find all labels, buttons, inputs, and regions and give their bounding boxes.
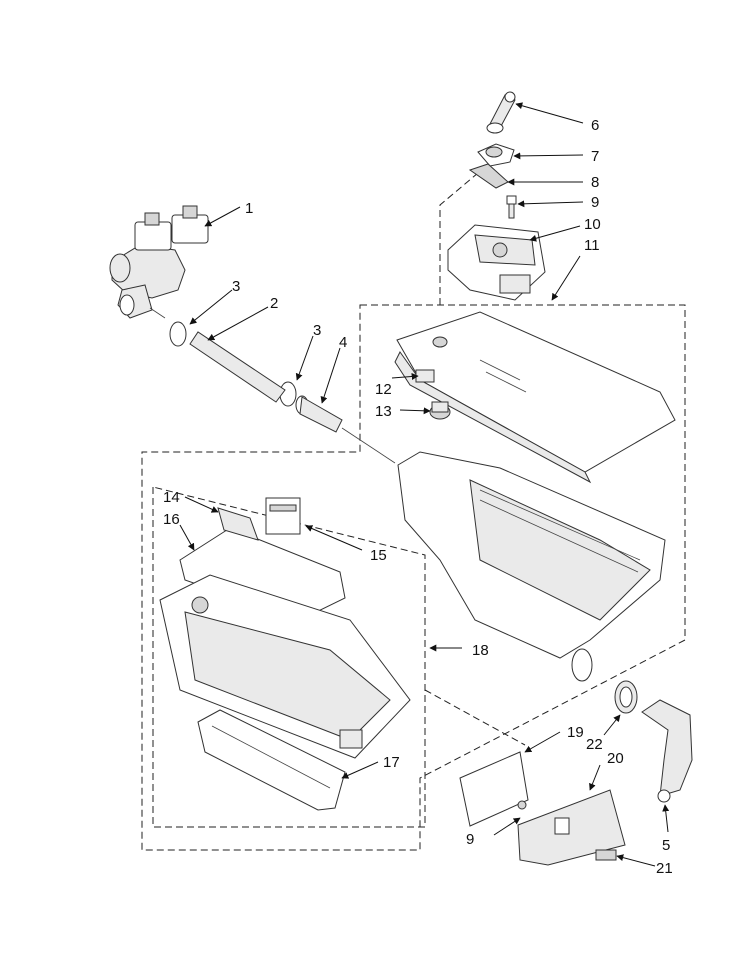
screw-part [506,195,517,219]
drain-hose-part [641,699,693,803]
callout-11: 11 [584,237,600,254]
bracket-part [459,751,529,827]
cover-part [517,789,626,866]
hose-part [189,331,286,403]
dispenser-drawer-part [159,574,411,759]
callout-13: 13 [375,403,392,420]
callout-19: 19 [567,724,584,741]
damper-part [429,401,451,420]
callout-15: 15 [370,547,387,564]
callout-9: 9 [591,194,599,211]
callout-20: 20 [607,750,624,767]
label-plate-part [595,849,617,861]
link-part [468,163,509,189]
dispenser-housing-body-part [397,451,666,682]
callout-22: 22 [586,736,603,753]
hose-clamp-part [169,321,187,347]
guide-line-drawer [424,689,526,746]
drawer-front-panel-part [197,709,346,811]
cam-part [477,143,515,167]
callout-21: 21 [656,860,673,877]
boundary-11-dispenser-housing [141,304,686,851]
leader-lines [179,102,670,867]
hose-route-line [341,427,396,464]
callout-7: 7 [591,148,599,165]
nozzle-part [295,395,343,433]
callout-17: 17 [383,754,400,771]
callout-6: 6 [591,117,599,134]
callout-9: 9 [466,831,474,848]
callout-14: 14 [163,489,180,506]
callout-3: 3 [313,322,321,339]
callout-10: 10 [584,216,601,233]
callout-2: 2 [270,295,278,312]
latch-part [415,369,435,383]
callout-3: 3 [232,278,240,295]
boundary-18-dispenser-drawer [152,486,426,828]
siphon-cup-part [265,497,301,535]
seal-ring-part [614,680,638,714]
callout-12: 12 [375,381,392,398]
callout-5: 5 [662,837,670,854]
callout-16: 16 [163,511,180,528]
group-boundaries [141,172,686,851]
actuator-motor-part [447,224,546,301]
callout-labels: 1 3 2 3 4 6 7 8 9 10 11 12 13 14 16 15 1… [163,117,673,877]
boundary-8-link [439,172,479,305]
drawer-latch-bracket-part [217,507,259,541]
callout-1: 1 [245,200,253,217]
actuator-arm-part [486,91,516,134]
callout-8: 8 [591,174,599,191]
callout-18: 18 [472,642,489,659]
water-valve-part [109,205,209,319]
callout-4: 4 [339,334,347,351]
